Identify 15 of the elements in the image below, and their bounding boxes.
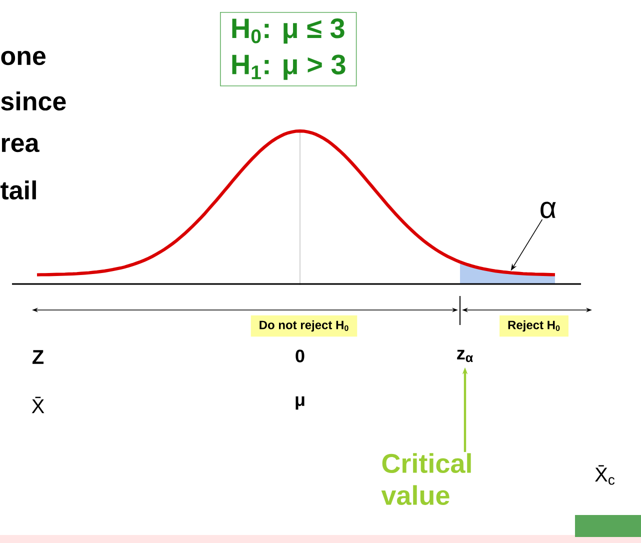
critical-value-label: Critical value [381,453,471,506]
axis-label: X̄$_{c}$ [595,465,615,485]
fragment-text: since [1,91,66,111]
fragment-text: tail [0,180,36,200]
axis-label: μ [296,396,304,410]
axis-label: Z [32,350,44,364]
z-alpha-label: z$_{α}$ [457,350,473,362]
region-label: Do not reject H$_{0}$ [250,315,358,337]
rejection-area [460,262,555,284]
fragment-text: rea [2,138,40,152]
axis-label: X̄ [32,396,44,414]
hypothesis-box: H$_{0}$: μ ≤ 3 H$_{1}$: μ > 3 [220,12,357,86]
region-label: Reject H$_{0}$ [500,315,568,337]
fragment-text: one [1,50,46,66]
alpha-label: α [540,202,556,218]
